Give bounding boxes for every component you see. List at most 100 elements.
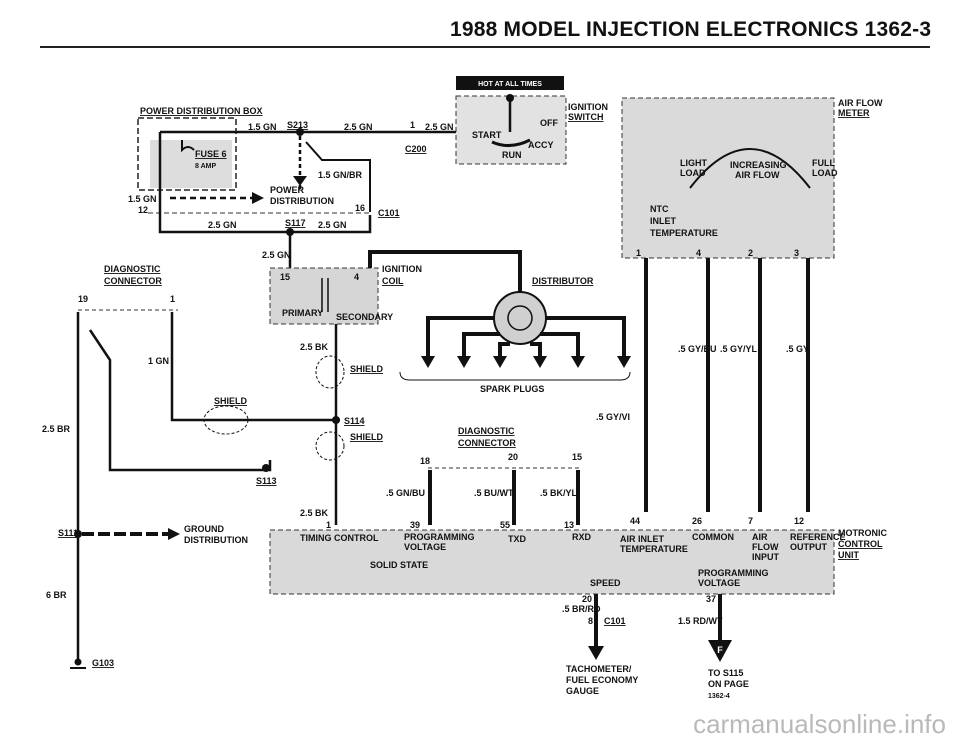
splice-s114 [332, 416, 340, 424]
w25gn-e: 2.5 GN [262, 250, 291, 260]
tach: TACHOMETER/ [566, 664, 632, 674]
tach-arrow-icon [588, 646, 604, 660]
power: POWER [270, 185, 305, 195]
m20: 20 [582, 594, 592, 604]
buwt: .5 BU/WT [474, 488, 514, 498]
distributor: DISTRIBUTOR [532, 276, 594, 286]
motronic: MOTRONIC [838, 528, 887, 538]
c200: C200 [405, 144, 427, 154]
g103: G103 [92, 658, 114, 668]
shield-left [203, 405, 249, 435]
watermark: carmanualsonline.info [693, 709, 946, 739]
wire-19 [88, 329, 272, 472]
w6br: 6 BR [46, 590, 67, 600]
n16: 16 [355, 203, 365, 213]
temperature: TEMPERATURE [650, 228, 718, 238]
inlet: INLET [650, 216, 677, 226]
afm-air: AIR FLOW [838, 98, 883, 108]
load: LOAD [680, 168, 706, 178]
distribution: DISTRIBUTION [270, 196, 334, 206]
w25gn-c: 2.5 GN [208, 220, 237, 230]
rxd: RXD [572, 532, 592, 542]
afm-wires [644, 258, 810, 512]
afm-p1: 1 [636, 248, 641, 258]
flow: FLOW [752, 542, 779, 552]
arrow-down-icon [293, 176, 307, 186]
s113: S113 [256, 476, 277, 486]
ground-point [74, 658, 82, 666]
speed: SPEED [590, 578, 621, 588]
increasing: INCREASING [730, 160, 787, 170]
air-flow-meter-box [621, 97, 835, 259]
splice-s213 [296, 128, 304, 136]
s114: S114 [344, 416, 365, 426]
volt2: VOLTAGE [698, 578, 740, 588]
ground-arrow-icon [168, 528, 180, 540]
sw-start: START [472, 130, 502, 140]
ign-coil-1: IGNITION [382, 264, 422, 274]
primary: PRIMARY [282, 308, 323, 318]
d20: 20 [508, 452, 518, 462]
gdist: DISTRIBUTION [184, 535, 248, 545]
txd: TXD [508, 534, 527, 544]
w25gn-b: 2.5 GN [425, 122, 454, 132]
gyvi: .5 GY/VI [596, 412, 630, 422]
conn-1: CONNECTOR [104, 276, 162, 286]
d15: 15 [572, 452, 582, 462]
air: AIR [752, 532, 768, 542]
hot-banner-text: HOT AT ALL TIMES [478, 81, 542, 88]
motronic-box [269, 529, 835, 595]
diag-1: DIAGNOSTIC [104, 264, 161, 274]
temp2: TEMPERATURE [620, 544, 688, 554]
sw-accy: ACCY [528, 140, 554, 150]
light: LIGHT [680, 158, 707, 168]
w1gn: 1 GN [148, 356, 169, 366]
wire-coil-dist [368, 250, 522, 300]
m7: 7 [748, 516, 753, 526]
w25gn-d: 2.5 GN [318, 220, 347, 230]
gnbu: .5 GN/BU [386, 488, 425, 498]
m37: 37 [706, 594, 716, 604]
sw-off: OFF [540, 118, 558, 128]
output: OUTPUT [790, 542, 828, 552]
page-title: 1988 MODEL INJECTION ELECTRONICS 1362-3 [450, 18, 932, 41]
afm-p4: 4 [696, 248, 701, 258]
ign-coil-2: COIL [382, 276, 404, 286]
wire-1gn [170, 312, 340, 422]
gybu: .5 GY/BU [678, 344, 717, 354]
fuse-label: FUSE 6 [195, 149, 227, 159]
shield-l: SHIELD [214, 396, 248, 406]
w15gn-l: 1.5 GN [128, 194, 157, 204]
rdwt: 1.5 RD/WT [678, 616, 723, 626]
shield-1 [315, 355, 345, 389]
wire-loop [158, 132, 372, 234]
s117: S117 [285, 218, 306, 228]
ign-switch-2: SWITCH [568, 112, 604, 122]
arrow-right-icon [252, 192, 264, 204]
distributor-cap [493, 291, 547, 345]
full: FULL [812, 158, 835, 168]
n12: 12 [138, 205, 148, 215]
ignition-coil-box [269, 267, 379, 325]
afm-meter: METER [838, 108, 870, 118]
shield2: SHIELD [350, 432, 384, 442]
voltage: VOLTAGE [404, 542, 446, 552]
distributor-rotor [507, 305, 533, 331]
splice-s111 [74, 530, 82, 538]
pdb-label: POWER DISTRIBUTION BOX [140, 106, 263, 116]
w25br: 2.5 BR [42, 424, 71, 434]
m39: 39 [410, 520, 420, 530]
afm-p2: 2 [748, 248, 753, 258]
prog2: PROGRAMMING [698, 568, 769, 578]
ntc: NTC [650, 204, 669, 214]
f-label: F [717, 645, 723, 655]
splice-s113 [262, 464, 270, 472]
input: INPUT [752, 552, 780, 562]
c101b: C101 [604, 616, 626, 626]
fuel: FUEL ECONOMY [566, 675, 638, 685]
spark-plug-arrows [421, 356, 631, 368]
hot-banner [456, 76, 564, 90]
m55: 55 [500, 520, 510, 530]
control: CONTROL [838, 539, 883, 549]
